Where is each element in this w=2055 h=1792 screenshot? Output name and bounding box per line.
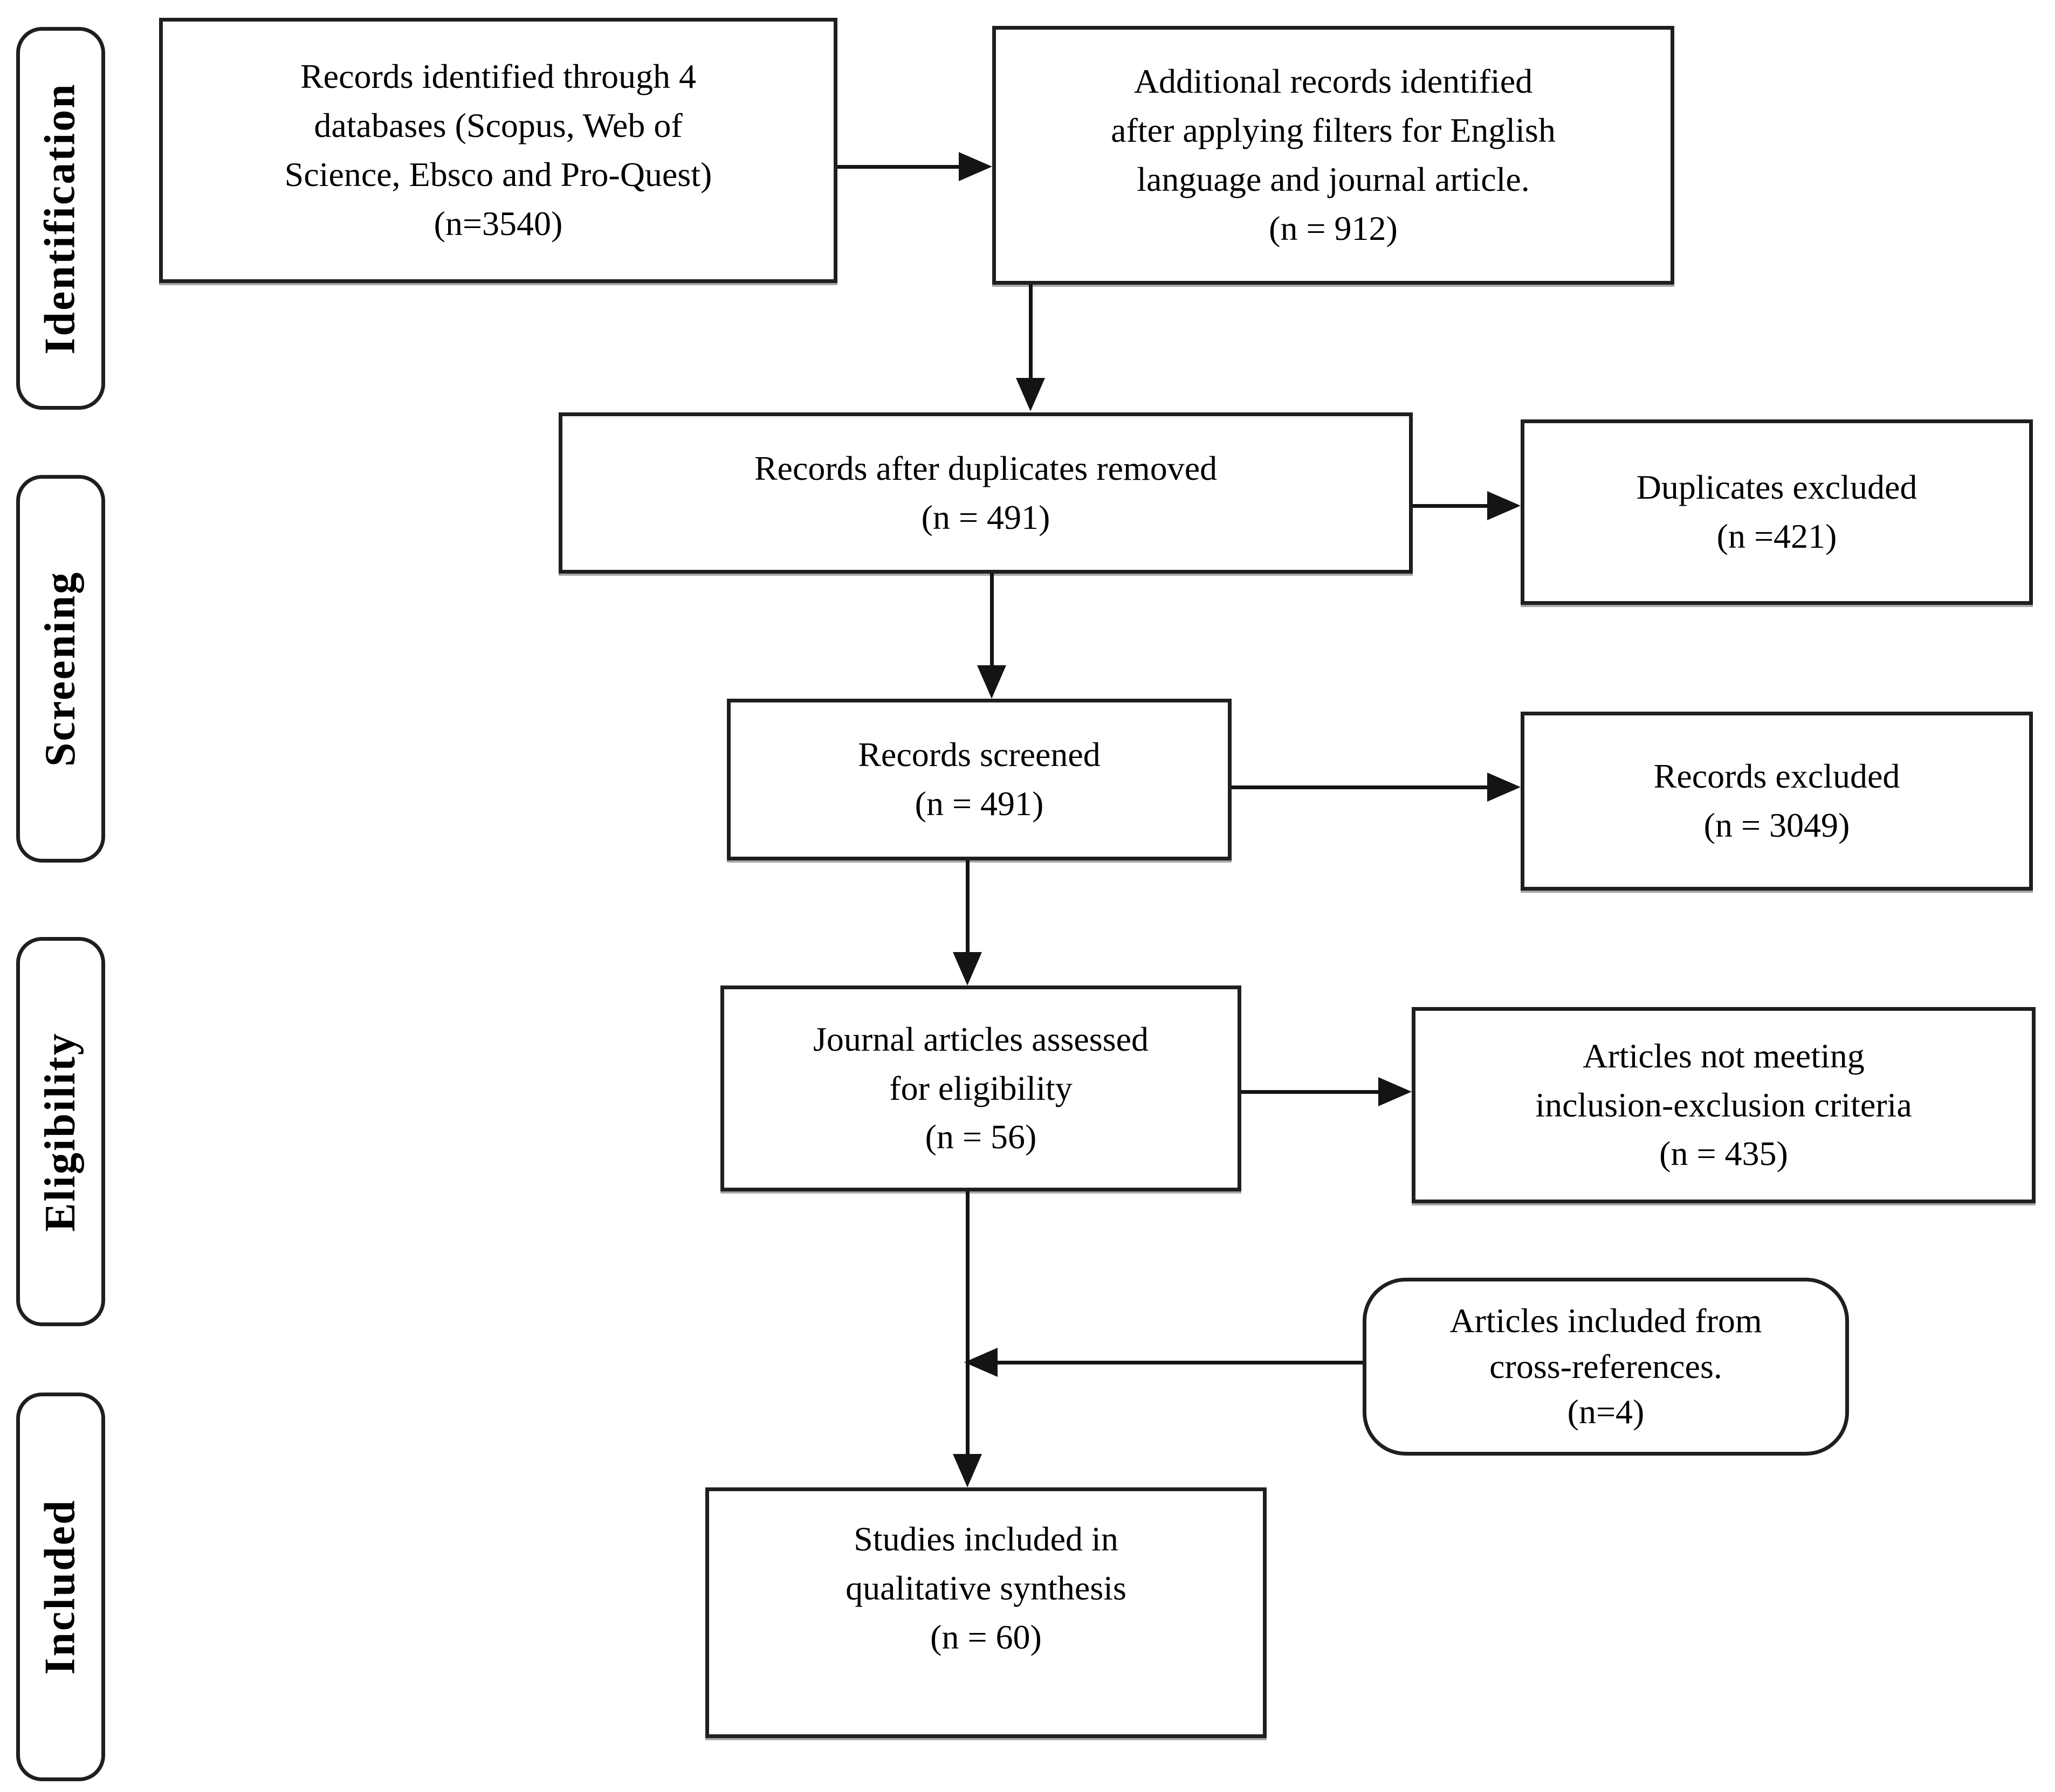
box-text-line: Studies included in [854, 1520, 1118, 1559]
arrow-screened-to-excluded-line [1232, 785, 1490, 789]
box-text-line: Records excluded [1653, 757, 1900, 796]
box-text-line: for eligibility [889, 1069, 1073, 1107]
arrowhead-right-icon [959, 152, 992, 181]
box-text-line: databases (Scopus, Web of [314, 106, 683, 145]
box-text-line: (n = 3049) [1703, 806, 1850, 844]
stage-identification-label: Identification [37, 82, 85, 355]
arrowhead-right-icon [1487, 773, 1521, 802]
box-text-line: (n = 912) [1269, 209, 1398, 247]
box-records-excluded: Records excluded (n = 3049) [1521, 712, 2033, 891]
arrowhead-right-icon [1487, 491, 1521, 520]
box-cross-references: Articles included from cross-references.… [1363, 1278, 1849, 1456]
arrowhead-down-icon [953, 1454, 982, 1487]
arrow-screened-to-assessed-line [966, 860, 970, 953]
box-text-line: Science, Ebsco and Pro-Quest) [284, 155, 712, 194]
box-records-identified: Records identified through 4 databases (… [159, 18, 837, 283]
arrow-deduplicated-to-screened-line [990, 574, 994, 666]
box-records-after-duplicates: Records after duplicates removed (n = 49… [559, 412, 1413, 574]
box-text-line: Journal articles assessed [813, 1019, 1149, 1058]
stage-eligibility-label: Eligibility [37, 1031, 85, 1232]
arrowhead-down-icon [1016, 378, 1045, 411]
arrow-crossref-to-flow-line [998, 1361, 1363, 1364]
box-additional-records: Additional records identified after appl… [992, 26, 1674, 285]
box-text-line: Articles not meeting [1583, 1036, 1865, 1075]
box-text-line: (n =421) [1716, 517, 1837, 555]
arrow-identified-to-additional-line [837, 165, 961, 169]
box-text-line: (n = 60) [930, 1617, 1042, 1656]
box-text-line: Additional records identified [1133, 62, 1533, 101]
box-text-line: after applying filters for English [1111, 111, 1556, 150]
stage-screening: Screening [16, 475, 105, 863]
box-text-line: qualitative synthesis [846, 1569, 1126, 1608]
box-text-line: (n = 56) [925, 1118, 1037, 1156]
box-assessed-eligibility: Journal articles assessed for eligibilit… [720, 985, 1241, 1191]
stage-included-label: Included [37, 1499, 84, 1675]
box-text-line: cross-references. [1489, 1347, 1722, 1386]
box-text-line: Articles included from [1449, 1301, 1762, 1340]
box-duplicates-excluded: Duplicates excluded (n =421) [1521, 419, 2033, 605]
arrow-assessed-to-included-line [966, 1191, 970, 1454]
box-not-meeting-criteria: Articles not meeting inclusion-exclusion… [1412, 1007, 2036, 1203]
arrowhead-down-icon [953, 952, 982, 985]
stage-eligibility: Eligibility [16, 937, 105, 1326]
box-text-line: (n = 435) [1659, 1134, 1788, 1173]
arrow-assessed-to-notmeeting-line [1241, 1090, 1382, 1094]
stage-included: Included [16, 1393, 105, 1781]
box-text-line: Records identified through 4 [300, 57, 697, 96]
box-text-line: (n=3540) [434, 204, 563, 243]
box-text-line: inclusion-exclusion criteria [1535, 1085, 1912, 1124]
arrowhead-down-icon [977, 665, 1006, 699]
box-text-line: (n = 491) [915, 784, 1044, 823]
box-text-line: Records screened [858, 735, 1101, 774]
arrow-additional-to-deduplicated-line [1029, 285, 1033, 379]
box-text-line: language and journal article. [1137, 160, 1530, 198]
stage-identification: Identification [16, 27, 105, 410]
box-studies-included: Studies included in qualitative synthesi… [705, 1487, 1267, 1738]
box-text-line: (n = 491) [921, 498, 1050, 536]
arrowhead-right-icon [1378, 1077, 1412, 1106]
box-text-line: Records after duplicates removed [754, 449, 1218, 487]
stage-screening-label: Screening [37, 570, 85, 767]
box-records-screened: Records screened (n = 491) [727, 699, 1232, 860]
arrowhead-left-icon [964, 1348, 998, 1377]
box-text-line: (n=4) [1567, 1393, 1645, 1431]
box-text-line: Duplicates excluded [1636, 468, 1917, 507]
arrow-deduplicated-to-duplicates-line [1413, 504, 1491, 508]
